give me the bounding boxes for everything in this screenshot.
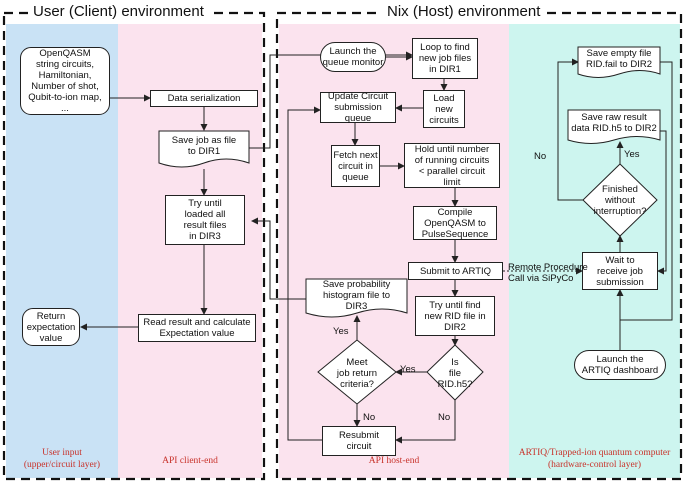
arrow-hist-to-client — [251, 217, 306, 300]
try-loaded-box: Try until loaded all result files in DIR… — [165, 195, 245, 245]
arrow-isfile-resubmit — [395, 400, 456, 444]
save-raw-label: Save raw result data RID.h5 to DIR2 — [571, 112, 657, 134]
loop-find-box: Loop to find new job files in DIR1 — [412, 38, 478, 79]
doc-save-job — [158, 130, 250, 168]
launch-dashboard-box: Launch the ARTIQ dashboard — [574, 350, 666, 380]
panel-artiq — [509, 24, 680, 478]
doc-save-histogram — [305, 278, 408, 318]
footer-user-input: User input (upper/circuit layer) — [23, 448, 101, 470]
client-inputs-box: OpenQASM string circuits, Hamiltonian, N… — [20, 47, 110, 115]
arrow-saveraw-wait — [657, 130, 667, 275]
save-job-label: Save job as file to DIR1 — [171, 135, 237, 157]
try-find-rid-box: Try until find new RID file in DIR2 — [415, 296, 495, 336]
save-empty-label: Save empty file RID.fail to DIR2 — [586, 48, 652, 70]
footer-artiq: ARTIQ/Trapped-ion quantum computer (hard… — [518, 448, 671, 470]
user-env-border — [2, 11, 266, 481]
host-env-title: Nix (Host) environment — [382, 4, 546, 20]
diamond-meet-criteria — [317, 339, 397, 405]
hold-until-box: Hold until number of running circuits < … — [404, 143, 500, 188]
yes-label-isfile: Yes — [400, 364, 416, 375]
load-circuits-box: Load new circuits — [423, 90, 465, 128]
compile-box: Compile OpenQASM to PulseSequence — [413, 206, 497, 240]
resubmit-box: Resubmit circuit — [322, 426, 396, 456]
diamond-is-file — [426, 344, 484, 401]
user-env-title: User (Client) environment — [28, 4, 209, 20]
wait-receive-box: Wait to receive job submission — [582, 252, 658, 290]
yes-label-finished: Yes — [624, 149, 640, 160]
arrow-resubmit-update — [287, 106, 322, 441]
no-label-isfile: No — [438, 412, 451, 423]
finished-label: Finished without interruption? — [593, 183, 647, 217]
submit-artiq-box: Submit to ARTIQ — [408, 262, 503, 280]
is-file-label: Is file RID.h5? — [437, 356, 473, 390]
diamond-finished — [582, 163, 658, 237]
footer-api-host: API host-end — [368, 456, 420, 466]
yes-label-histogram: Yes — [333, 326, 349, 337]
update-queue-box: Update Circuit submission queue — [320, 91, 396, 124]
meet-criteria-label: Meet job return criteria? — [336, 356, 378, 390]
footer-api-client: API client-end — [162, 456, 218, 466]
data-serialization-box: Data serialization — [150, 90, 258, 107]
arrow-finished-saveempty — [557, 58, 583, 201]
rpc-label: Remote Procedure Call via SiPyCo — [508, 262, 588, 284]
no-label-meet: No — [363, 412, 376, 423]
doc-save-empty — [577, 46, 661, 78]
launch-monitor-box: Launch the queue monitor — [320, 42, 386, 72]
return-value-box: Return expectation value — [22, 308, 80, 346]
no-label-finished: No — [534, 151, 547, 162]
save-histogram-label: Save probability histogram file to DIR3 — [322, 278, 391, 312]
doc-save-raw — [567, 109, 661, 144]
fetch-next-box: Fetch next circuit in queue — [331, 145, 380, 187]
read-result-box: Read result and calculate Expectation va… — [138, 314, 256, 342]
arrow-saveempty-wait — [620, 61, 673, 321]
